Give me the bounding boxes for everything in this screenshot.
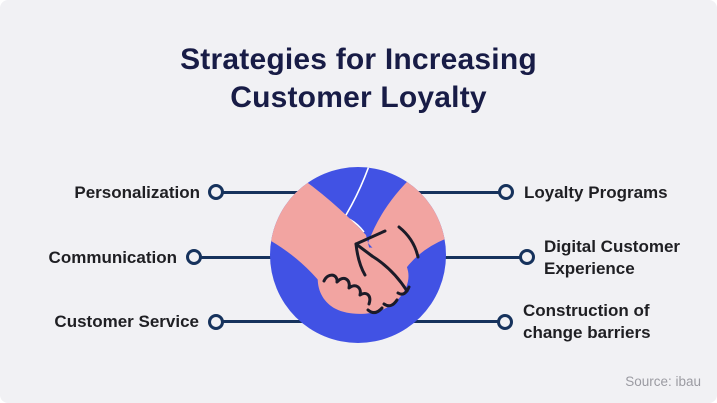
knuckles xyxy=(322,273,372,306)
strategy-label-customer-service: Customer Service xyxy=(54,312,199,331)
handshake-illustration xyxy=(270,167,446,343)
thumb-stem xyxy=(354,242,367,277)
hand-outline-details xyxy=(322,225,420,315)
strategy-label-loyalty-programs: Loyalty Programs xyxy=(524,183,668,202)
strategy-label-digital-customer-experience: Digital Customer Experience xyxy=(544,237,681,278)
connector-ring-change-barriers xyxy=(497,314,513,330)
connector-ring-customer-service xyxy=(208,314,224,330)
connector-ring-personalization xyxy=(208,184,224,200)
connector-ring-digital-customer-experience xyxy=(519,249,535,265)
clasped-hands xyxy=(317,246,409,314)
connector-ring-communication xyxy=(186,249,202,265)
strategy-label-personalization: Personalization xyxy=(74,183,200,202)
fingertip-1 xyxy=(366,306,384,315)
fingertip-2 xyxy=(382,298,399,308)
source-attribution: Source: ibau xyxy=(625,374,701,389)
strategy-label-communication: Communication xyxy=(48,248,177,267)
strategy-label-change-barriers: Construction of change barriers xyxy=(523,301,651,342)
wrist-curve xyxy=(397,225,420,259)
hand-edge-curve xyxy=(370,254,409,293)
connector-ring-loyalty-programs xyxy=(498,184,514,200)
fingertip-3 xyxy=(396,285,411,296)
page-title: Strategies for Increasing Customer Loyal… xyxy=(180,43,537,114)
